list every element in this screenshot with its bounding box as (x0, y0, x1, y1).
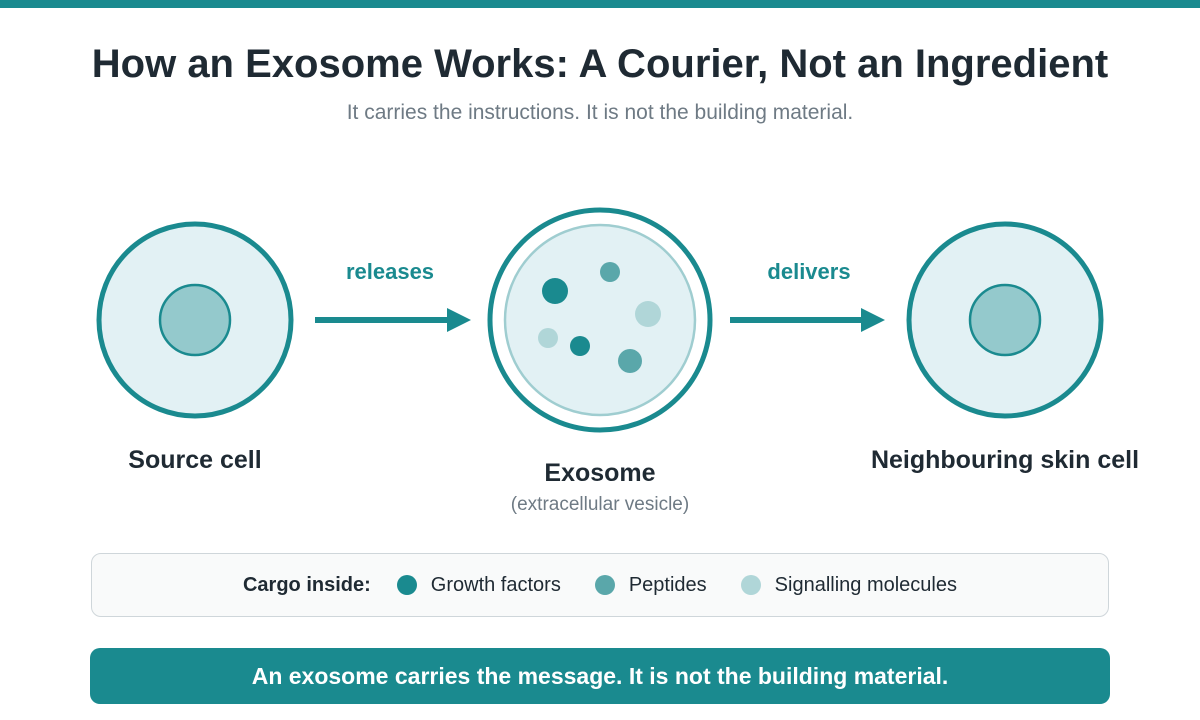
exosome-label: Exosome (544, 459, 656, 487)
target-cell-nucleus (968, 283, 1042, 357)
key-message-banner: An exosome carries the message. It is no… (90, 648, 1110, 704)
legend-label: Growth factors (430, 573, 561, 596)
legend-label: Peptides (628, 573, 707, 596)
legend-item-signalling-molecules: Signalling molecules (740, 573, 957, 597)
page-subtitle: It carries the instructions. It is not t… (346, 101, 854, 124)
releases-label: releases (345, 259, 435, 284)
legend-item-peptides: Peptides (594, 573, 707, 597)
growth-factors-swatch-icon (396, 575, 417, 595)
exosome-vesicle (487, 207, 713, 433)
cargo-growth-factor (542, 278, 568, 304)
releases-arrow-head (447, 308, 471, 332)
target-cell-label: Neighbouring skin cell (870, 446, 1140, 474)
cargo-peptide (618, 349, 642, 373)
legend-title: Cargo inside: (242, 573, 371, 596)
legend-label: Signalling molecules (774, 573, 957, 596)
cargo-growth-factor (570, 336, 590, 356)
legend-item-growth-factors: Growth factors (396, 573, 561, 597)
source-cell-nucleus (158, 283, 232, 357)
exosome-sublabel: (extracellular vesicle) (510, 494, 690, 515)
source-cell (96, 221, 294, 419)
top-accent-bar (0, 0, 1200, 8)
cargo-signalling-molecule (635, 301, 661, 327)
cargo-peptide (600, 262, 620, 282)
delivers-arrow-head (861, 308, 885, 332)
source-cell-label: Source cell (128, 446, 262, 474)
releases-arrow (315, 308, 471, 332)
exosome-inner-membrane (503, 223, 697, 417)
delivers-arrow (730, 308, 885, 332)
page-title: How an Exosome Works: A Courier, Not an … (91, 42, 1109, 86)
target-cell (906, 221, 1104, 419)
delivers-label: delivers (767, 259, 851, 284)
cargo-legend: Cargo inside: Growth factors Peptides Si… (91, 553, 1109, 617)
signalling-molecules-swatch-icon (740, 575, 761, 595)
cargo-signalling-molecule (538, 328, 558, 348)
peptides-swatch-icon (594, 575, 615, 595)
